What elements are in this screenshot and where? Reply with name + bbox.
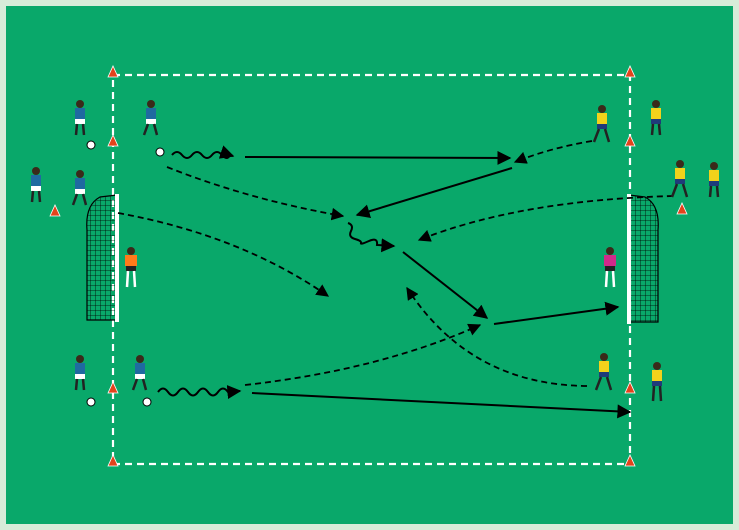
pass-arrow xyxy=(245,157,510,158)
goal-net-icon-right xyxy=(629,194,658,324)
ball-icon xyxy=(87,141,95,149)
ball-icon xyxy=(143,398,151,406)
ball-icon xyxy=(87,398,95,406)
ball-icon xyxy=(156,148,164,156)
goal-net-icon-left xyxy=(87,194,117,322)
